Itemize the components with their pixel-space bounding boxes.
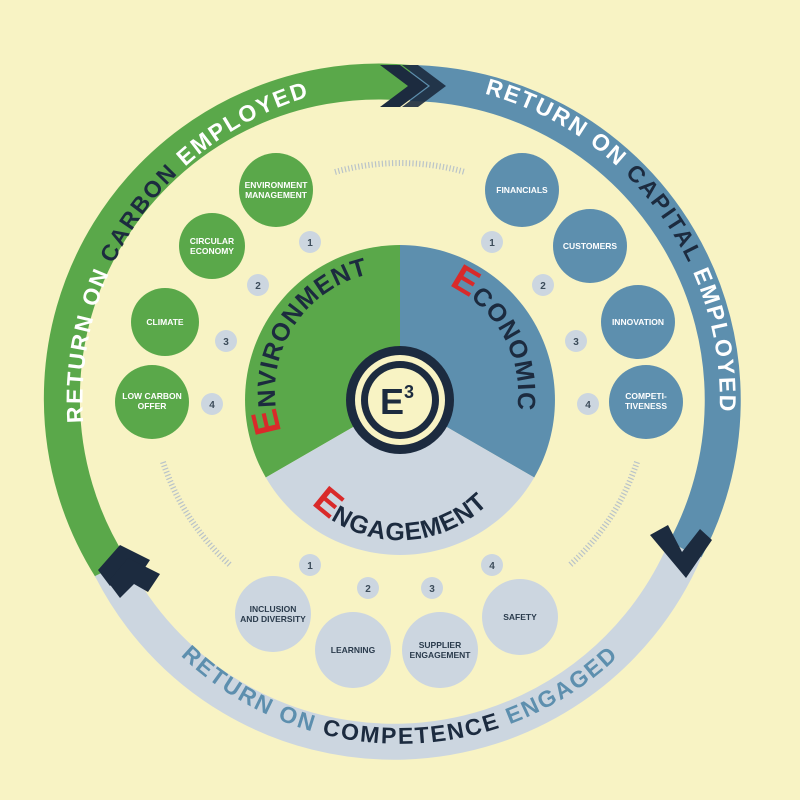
environment-pill-2 bbox=[179, 213, 245, 279]
svg-text:LEARNING: LEARNING bbox=[331, 645, 376, 655]
svg-text:FINANCIALS: FINANCIALS bbox=[496, 185, 548, 195]
engagement-num-4: 4 bbox=[489, 561, 495, 572]
economic-num-3: 3 bbox=[573, 337, 579, 348]
center-e3: E3 bbox=[380, 381, 414, 422]
engagement-pill-3 bbox=[402, 612, 478, 688]
environment-num-3: 3 bbox=[223, 337, 229, 348]
economic-num-2: 2 bbox=[540, 281, 546, 292]
arc-capital-band bbox=[409, 65, 741, 559]
arc-competence-band bbox=[94, 542, 702, 760]
engagement-num-3: 3 bbox=[429, 584, 435, 595]
svg-text:SAFETY: SAFETY bbox=[503, 612, 537, 622]
engagement-pill-2 bbox=[315, 612, 391, 688]
economic-pill-4 bbox=[609, 365, 683, 439]
economic-num-4: 4 bbox=[585, 400, 591, 411]
chevron-icon-left bbox=[98, 545, 160, 598]
engagement-pill-4 bbox=[482, 579, 558, 655]
environment-pill-4 bbox=[115, 365, 189, 439]
economic-pill-3 bbox=[601, 285, 675, 359]
environment-num-1: 1 bbox=[307, 238, 313, 249]
arc-carbon-band bbox=[43, 63, 412, 578]
svg-text:CUSTOMERS: CUSTOMERS bbox=[563, 241, 617, 251]
svg-text:INNOVATION: INNOVATION bbox=[612, 317, 664, 327]
economic-items: FINANCIALS CUSTOMERS INNOVATION COMPETI-… bbox=[481, 153, 683, 439]
outer-ring: RETURN ON CARBON EMPLOYED RETURN ON CAPI… bbox=[43, 63, 741, 760]
svg-text:COMPETI-TIVENESS: COMPETI-TIVENESS bbox=[625, 391, 667, 411]
economic-pill-2 bbox=[553, 209, 627, 283]
environment-pill-1 bbox=[239, 153, 313, 227]
chevron-icon-top bbox=[380, 65, 446, 107]
tick-arcs bbox=[160, 160, 640, 568]
economic-num-1: 1 bbox=[489, 238, 495, 249]
environment-pill-3 bbox=[131, 288, 199, 356]
chevron-icon-right bbox=[650, 525, 712, 578]
economic-pill-1 bbox=[485, 153, 559, 227]
engagement-pill-1 bbox=[235, 576, 311, 652]
svg-text:CLIMATE: CLIMATE bbox=[146, 317, 183, 327]
environment-num-4: 4 bbox=[209, 400, 215, 411]
engagement-num-1: 1 bbox=[307, 561, 313, 572]
engagement-num-2: 2 bbox=[365, 584, 371, 595]
sector-engagement bbox=[265, 400, 535, 555]
environment-num-2: 2 bbox=[255, 281, 261, 292]
center-pie: ENVIRONMENT ECONOMIC ENGAGEMENT E3 bbox=[243, 245, 555, 555]
